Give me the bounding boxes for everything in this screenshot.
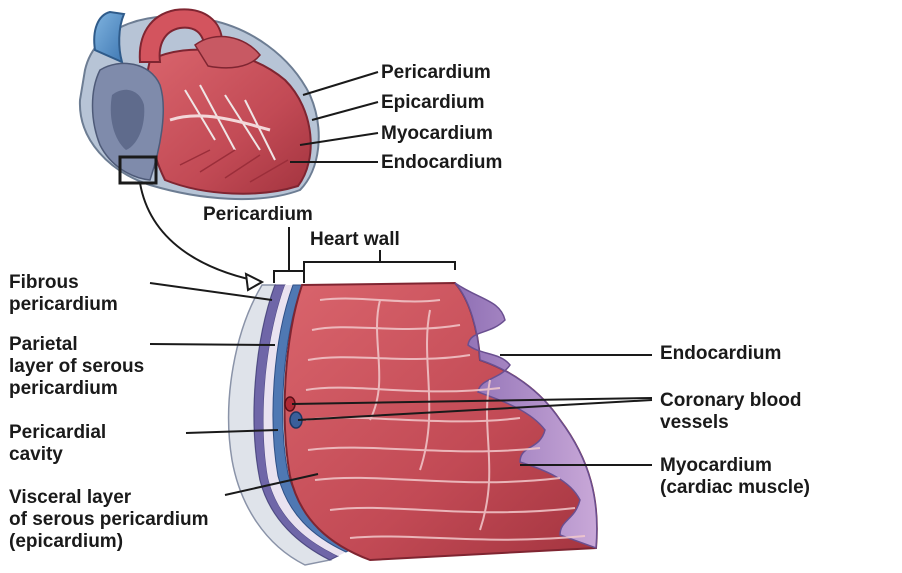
label-upper-endocardium: Endocardium xyxy=(381,152,502,174)
label-heart-wall: Heart wall xyxy=(310,229,400,251)
label-upper-pericardium: Pericardium xyxy=(381,62,491,84)
label-upper-epicardium: Epicardium xyxy=(381,92,484,114)
heart-wall-section xyxy=(229,283,597,565)
label-lower-myocardium: Myocardium (cardiac muscle) xyxy=(660,455,810,499)
label-coronary-vessels: Coronary blood vessels xyxy=(660,390,801,434)
label-lower-endocardium: Endocardium xyxy=(660,343,781,365)
label-fibrous-pericardium: Fibrous pericardium xyxy=(9,272,118,316)
label-visceral-layer: Visceral layer of serous pericardium (ep… xyxy=(9,487,209,553)
label-parietal-layer: Parietal layer of serous pericardium xyxy=(9,334,144,400)
zoom-arrow xyxy=(246,274,262,290)
label-pericardial-cavity: Pericardial cavity xyxy=(9,422,106,466)
label-lower-pericardium: Pericardium xyxy=(203,204,313,226)
label-upper-myocardium: Myocardium xyxy=(381,123,493,145)
heart-upper xyxy=(80,9,319,199)
